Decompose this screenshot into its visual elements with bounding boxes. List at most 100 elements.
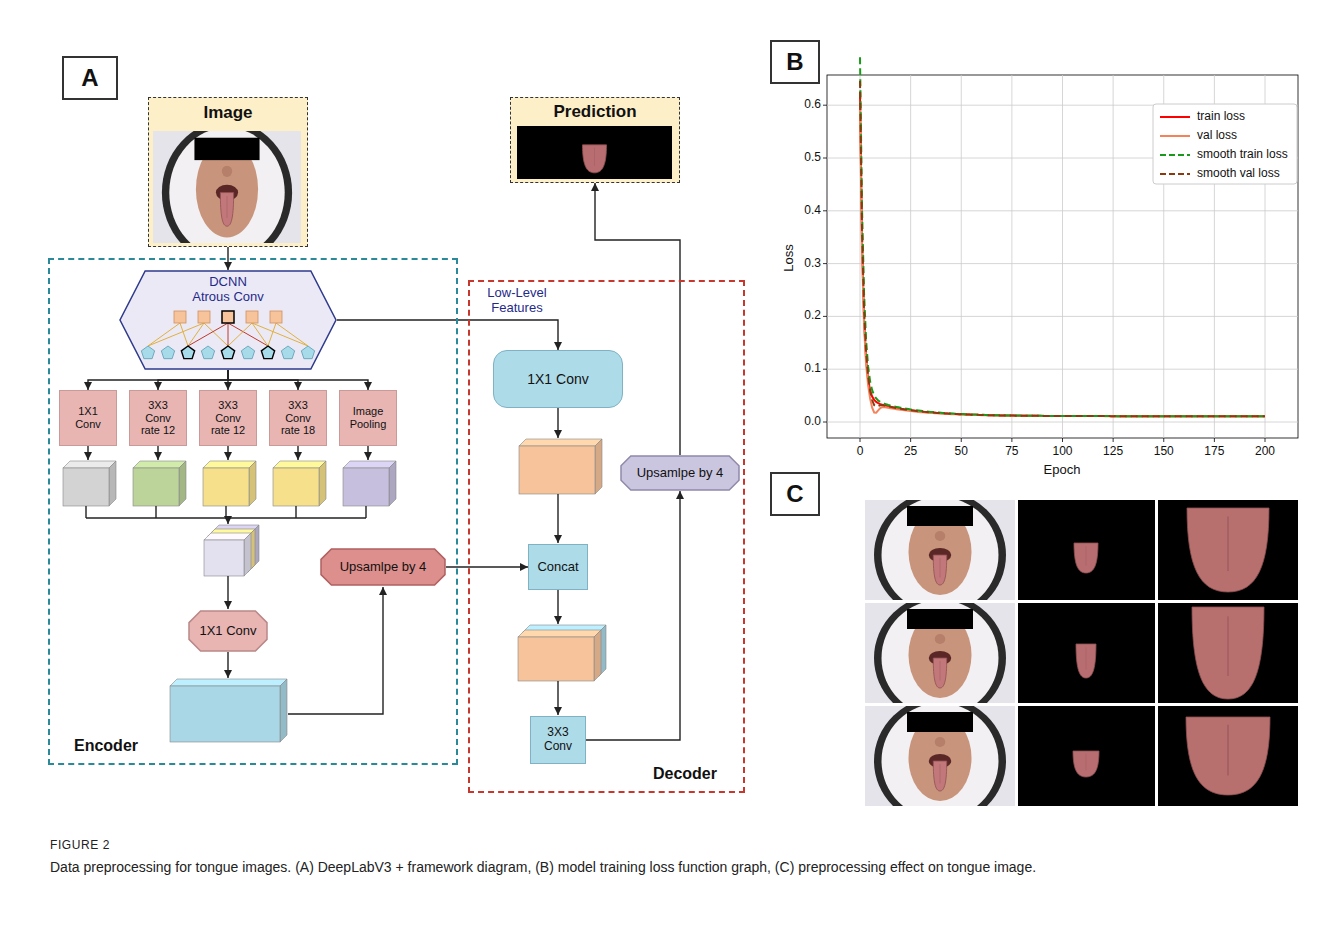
tongue-groove: [1227, 725, 1229, 776]
legend-box: [1153, 104, 1297, 184]
eye-mask: [194, 138, 259, 160]
encoder-group: EncoderDCNNAtrous Conv1X1 Conv3X3 Conv r…: [48, 258, 458, 765]
feature-map: [389, 461, 396, 506]
atrous-input: [241, 346, 254, 359]
grid-line: [910, 75, 911, 438]
encoder-output-map: [280, 679, 287, 742]
atrous-link: [268, 323, 276, 346]
atrous-input: [141, 346, 154, 359]
tongue-groove: [227, 196, 228, 218]
tick-mark: [823, 422, 827, 423]
conv-branch-box: 3X3 Conv rate 18: [269, 390, 327, 446]
concat-feature-map: [244, 533, 251, 576]
loss-curve: [860, 57, 1265, 416]
atrous-link: [180, 323, 188, 346]
tick-mark: [823, 210, 827, 211]
eye-mask: [907, 712, 973, 732]
tongue-groove: [940, 764, 941, 784]
conv-octagon: 1X1 Conv: [188, 610, 268, 652]
axis-tick-label: 0.1: [804, 362, 821, 376]
shape-border: [321, 549, 445, 585]
node-label: C: [786, 480, 803, 508]
atrous-output: [270, 311, 282, 323]
flow-connector: [88, 370, 228, 390]
grid-line: [1011, 75, 1012, 438]
eye-mask: [907, 609, 973, 629]
shape-border: [189, 611, 267, 651]
tick-mark: [1062, 438, 1063, 442]
atrous-output: [198, 311, 210, 323]
edge-label: Low-Level Features: [482, 286, 552, 316]
conv-box: 1X1 Conv: [493, 350, 623, 408]
flow-line: [155, 506, 156, 518]
output-panel: Prediction: [510, 97, 680, 183]
node-label: Prediction: [553, 102, 636, 122]
tick-mark: [1113, 438, 1114, 442]
axis-tick-label: 175: [1204, 445, 1224, 459]
tongue-shape: [1186, 717, 1270, 795]
feature-map: [319, 461, 326, 506]
node-label: DCNN: [209, 275, 247, 290]
tick-mark: [823, 316, 827, 317]
grid-line: [1113, 75, 1114, 438]
atrous-input: [181, 346, 194, 359]
node-label: 1X1 Conv: [527, 371, 588, 387]
mask-background: [1018, 706, 1155, 806]
camera-ring: [874, 697, 1006, 825]
nose: [935, 737, 946, 747]
flow-arrow: [227, 576, 228, 609]
feature-map: [273, 468, 319, 506]
legend-line-sample: [1160, 154, 1190, 156]
node-label: 3X3 Conv rate 18: [276, 399, 320, 437]
tick-mark: [823, 263, 827, 264]
conv-branch-box: 1X1 Conv: [59, 390, 117, 446]
axis-title: Epoch: [1044, 463, 1081, 478]
axis-tick-label: 75: [1005, 445, 1018, 459]
axis-tick-label: 100: [1052, 445, 1072, 459]
node-label: 3X3 Conv rate 12: [136, 399, 180, 437]
axis-tick-label: 50: [955, 445, 968, 459]
node-label: Upsamlpe by 4: [637, 466, 724, 481]
flow-connector: [228, 370, 368, 390]
flow-arrow: [227, 652, 228, 678]
atrous-output: [246, 311, 258, 323]
nose: [935, 634, 946, 644]
camera-ring: [874, 491, 1006, 619]
panel-label: A: [62, 56, 118, 100]
atrous-link: [228, 323, 229, 346]
low-level-map: [519, 439, 602, 446]
camera-inner: [882, 600, 999, 716]
node-label: Decoder: [653, 765, 717, 783]
low-level-map: [519, 446, 595, 494]
tongue-shape: [220, 193, 233, 227]
tongue-groove: [594, 148, 595, 166]
feature-map: [203, 461, 256, 468]
tick-mark: [860, 438, 861, 442]
face-photo: [865, 594, 1015, 722]
feature-map: [109, 461, 116, 506]
feature-map: [133, 468, 179, 506]
upsample-octagon: Upsamlpe by 4: [620, 455, 740, 491]
tongue-shape: [1074, 543, 1098, 573]
tongue-shape: [1073, 751, 1099, 777]
concat-box: Concat: [528, 544, 588, 590]
merged-map: [518, 630, 601, 637]
axis-tick-label: 0.0: [804, 415, 821, 429]
tongue-groove: [1086, 647, 1087, 669]
flow-arrow: [227, 446, 228, 460]
legend-label: smooth train loss: [1197, 148, 1288, 162]
figure-caption: Data preprocessing for tongue images. (A…: [50, 857, 1290, 878]
flow-line: [225, 506, 226, 518]
flow-line: [295, 506, 296, 518]
grid-line: [961, 75, 962, 438]
flow-arrow: [557, 681, 558, 715]
loss-curve: [860, 81, 1265, 416]
legend-line-sample: [1160, 135, 1190, 137]
axis-tick-label: 0.5: [804, 151, 821, 165]
flow-arrow: [557, 494, 558, 543]
conv-branch-box: 3X3 Conv rate 12: [129, 390, 187, 446]
tongue-groove: [1086, 546, 1087, 566]
feature-map: [343, 468, 389, 506]
atrous-output: [174, 311, 186, 323]
